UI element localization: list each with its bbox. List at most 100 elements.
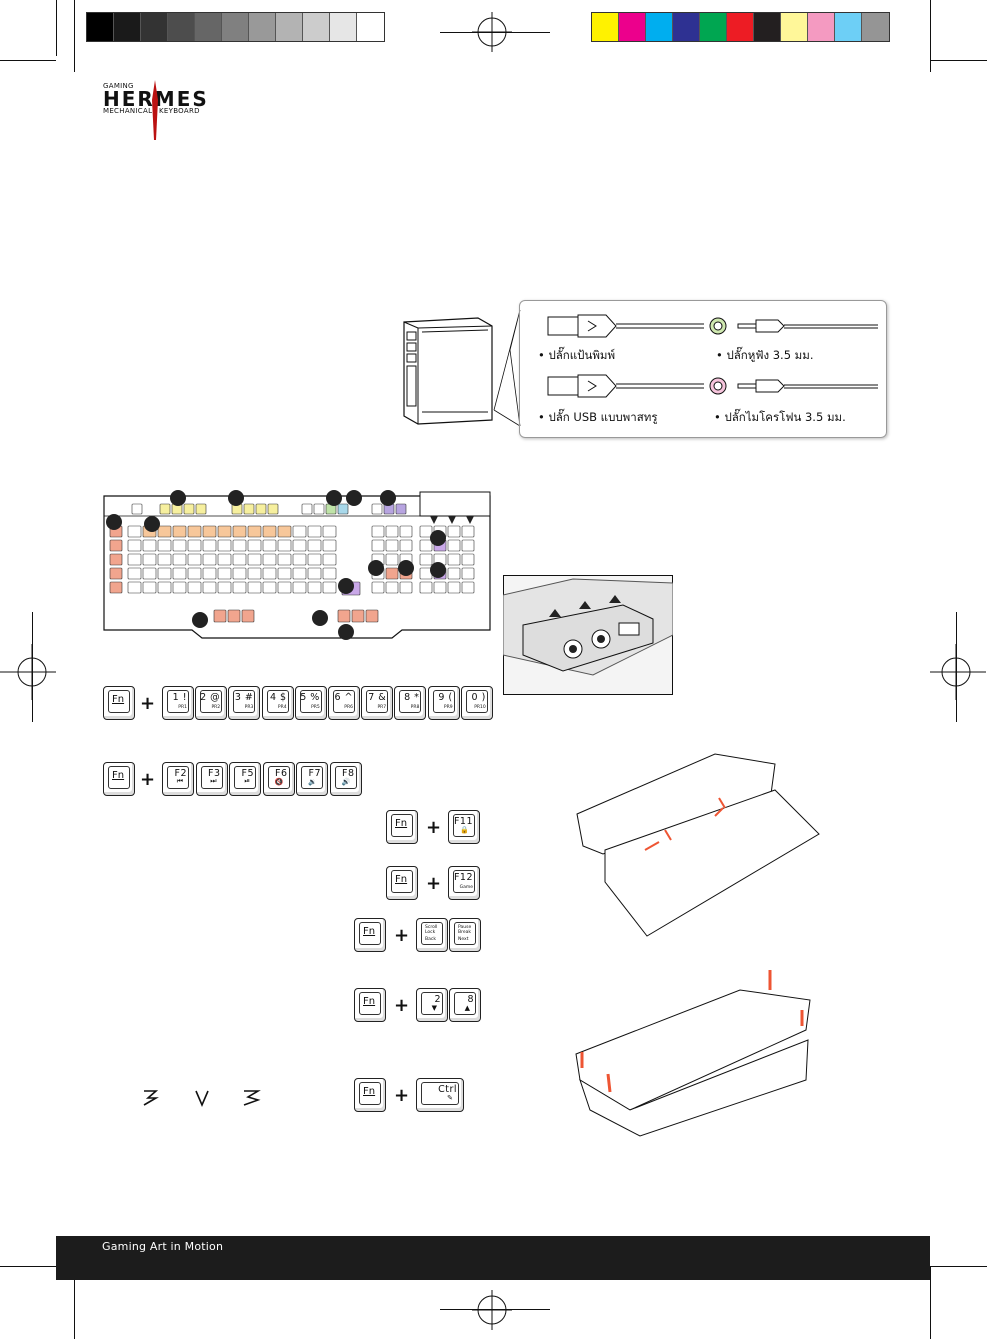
key-sub-label: PR8 bbox=[410, 705, 420, 710]
keyboard-key bbox=[187, 581, 202, 594]
color-swatch bbox=[141, 13, 168, 41]
keyboard-key bbox=[277, 567, 292, 580]
key-inner bbox=[359, 992, 381, 1015]
ctrl-key: Ctrl✎ bbox=[416, 1078, 464, 1112]
color-swatch bbox=[592, 13, 619, 41]
usb-plug-icon bbox=[547, 314, 704, 338]
color-swatch bbox=[114, 13, 141, 41]
keyboard-key bbox=[322, 539, 337, 552]
keyboard-key bbox=[385, 581, 399, 594]
keyboard-key bbox=[371, 525, 385, 538]
color-swatch bbox=[195, 13, 222, 41]
mode-icons bbox=[143, 1090, 261, 1108]
keyboard-key bbox=[322, 553, 337, 566]
key-main-label: 8 bbox=[467, 994, 474, 1005]
callout-dot bbox=[380, 490, 396, 506]
color-swatch bbox=[249, 13, 276, 41]
plus-sign: + bbox=[394, 925, 410, 946]
keyboard-key bbox=[385, 567, 399, 580]
color-swatch bbox=[646, 13, 673, 41]
color-swatch bbox=[303, 13, 330, 41]
keyboard-key bbox=[217, 567, 232, 580]
fn-key: Fn bbox=[386, 866, 418, 900]
keyboard-key bbox=[187, 525, 202, 538]
keyboard-key bbox=[277, 553, 292, 566]
key-inner bbox=[399, 690, 422, 713]
connector-panel: • ปลั๊กแป้นพิมพ์ • ปลั๊ก USB แบบพาสทรู •… bbox=[519, 300, 887, 438]
keyboard-key bbox=[461, 581, 475, 594]
key-inner bbox=[200, 766, 223, 789]
key-inner bbox=[432, 690, 455, 713]
plus-sign: + bbox=[426, 817, 442, 838]
color-swatch bbox=[673, 13, 700, 41]
key-main-label: 8 * bbox=[404, 692, 420, 703]
key-main-label: F3 bbox=[207, 768, 221, 779]
fn-key-label: Fn bbox=[395, 818, 408, 829]
keyboard-key bbox=[232, 581, 247, 594]
keyboard-key bbox=[142, 581, 157, 594]
crop-mark bbox=[74, 0, 75, 72]
callout-dot bbox=[106, 514, 122, 530]
key-glyph-icon: ✎ bbox=[447, 1094, 453, 1102]
keyboard-key bbox=[157, 539, 172, 552]
keyboard-key bbox=[142, 553, 157, 566]
keyboard-key bbox=[159, 503, 171, 515]
key-main-label: F12 bbox=[453, 872, 473, 883]
key-sub-label: PR6 bbox=[344, 705, 353, 710]
key-glyph-icon: ⏯ bbox=[244, 777, 250, 785]
color-swatch bbox=[700, 13, 727, 41]
crop-mark bbox=[440, 1309, 550, 1310]
keyboard-key bbox=[267, 503, 279, 515]
plus-sign: + bbox=[140, 693, 156, 714]
keyboard-macro-key bbox=[109, 553, 123, 566]
keyboard-key bbox=[419, 581, 433, 594]
keyboard-macro-key bbox=[109, 581, 123, 594]
crop-mark bbox=[440, 32, 550, 33]
keyboard-key bbox=[255, 503, 267, 515]
keyboard-key bbox=[202, 553, 217, 566]
keyboard-key bbox=[247, 539, 262, 552]
keyboard-key bbox=[232, 553, 247, 566]
key-inner bbox=[167, 766, 189, 789]
keyboard-key bbox=[157, 553, 172, 566]
key-main-label: 3 # bbox=[234, 692, 254, 703]
color-swatch bbox=[808, 13, 835, 41]
color-swatch bbox=[619, 13, 646, 41]
keyboard-key bbox=[157, 525, 172, 538]
keyboard-key bbox=[292, 525, 307, 538]
keyboard-key bbox=[217, 539, 232, 552]
key-main-label: F8 bbox=[341, 768, 355, 779]
key-main-label: 4 $ bbox=[269, 692, 287, 703]
keyboard-key bbox=[142, 539, 157, 552]
footer-bar: Gaming Art in Motion bbox=[56, 1236, 930, 1280]
key-main-label: F11 bbox=[453, 816, 473, 827]
crop-mark bbox=[74, 1266, 75, 1339]
key-sub-label: PR1 bbox=[178, 705, 187, 710]
keyboard-key bbox=[461, 567, 475, 580]
media-key: F2⏮ bbox=[162, 762, 194, 796]
key-inner bbox=[267, 766, 290, 789]
keyboard-key bbox=[461, 525, 475, 538]
callout-dot bbox=[312, 610, 328, 626]
registration-mark-icon bbox=[0, 644, 56, 700]
crop-mark bbox=[0, 60, 56, 61]
key-main-label: 2 @ bbox=[200, 692, 221, 703]
plus-sign: + bbox=[140, 769, 156, 790]
key-sub-label: PR7 bbox=[377, 705, 387, 710]
number-key: 9 (PR9 bbox=[427, 686, 460, 720]
key-main-label: 1 ! bbox=[172, 692, 187, 703]
key-glyph-icon: 🔇 bbox=[274, 778, 284, 786]
crop-mark bbox=[0, 1266, 56, 1267]
keyboard-key bbox=[172, 539, 187, 552]
f11-key: F11🔒 bbox=[448, 810, 480, 844]
crop-mark bbox=[930, 60, 987, 61]
number-key: 4 $PR4 bbox=[261, 686, 294, 720]
key-glyph-icon: ▲ bbox=[464, 1004, 470, 1012]
keyboard-key bbox=[371, 581, 385, 594]
key-inner bbox=[234, 766, 256, 789]
key-inner bbox=[299, 690, 322, 713]
keyboard-key bbox=[213, 609, 227, 623]
callout-lines bbox=[493, 309, 521, 427]
